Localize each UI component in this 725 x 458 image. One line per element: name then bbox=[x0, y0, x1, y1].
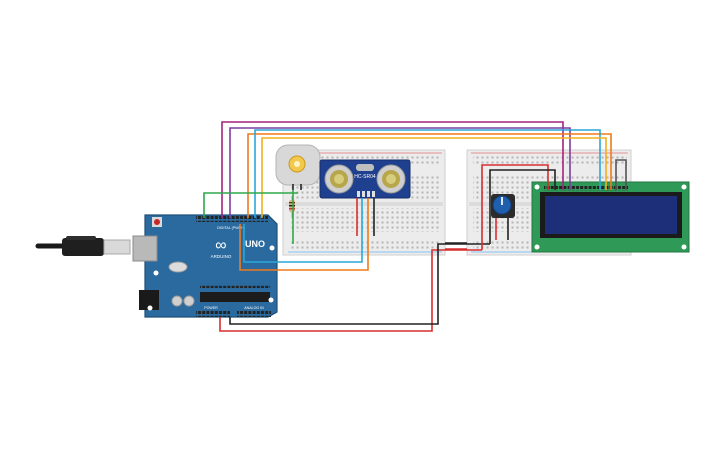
wire-yellow bbox=[261, 137, 607, 218]
wire-red-power bbox=[219, 249, 482, 332]
arduino-logo-icon: ∞ bbox=[215, 237, 226, 254]
wire-magenta bbox=[221, 121, 564, 218]
power-pin-header bbox=[196, 311, 230, 317]
wire-black-ground bbox=[229, 243, 490, 325]
arduino-brand-label: ARDUINO bbox=[211, 254, 232, 259]
sensor-label: HC-SR04 bbox=[354, 174, 376, 180]
wire-purple bbox=[229, 127, 571, 218]
wire-orange-top bbox=[247, 133, 612, 218]
lcd-screen bbox=[545, 196, 677, 234]
lcd-pin-header bbox=[544, 186, 628, 191]
wire-cyan-sensor bbox=[243, 198, 363, 263]
power-label: POWER bbox=[204, 306, 218, 310]
analog-pin-header bbox=[237, 311, 271, 317]
dc-jack bbox=[139, 290, 159, 310]
wire-red-lcd bbox=[481, 164, 549, 250]
potentiometer bbox=[491, 194, 515, 218]
uno-label: UNO bbox=[245, 239, 265, 249]
digital-pin-header bbox=[196, 216, 268, 222]
wire-lcd-gray bbox=[615, 159, 627, 190]
wire-cyan-top bbox=[254, 129, 601, 218]
ultrasonic-sensor: HC-SR04 bbox=[319, 159, 411, 199]
dc-motor bbox=[275, 144, 321, 190]
arduino-uno-board: DIGITAL (PWM~) ∞ UNO ARDUINO POWER ANALO… bbox=[132, 214, 278, 318]
digital-pwm-label: DIGITAL (PWM~) bbox=[217, 226, 245, 230]
usb-plug-body bbox=[62, 238, 104, 256]
lcd-16x2 bbox=[531, 181, 690, 253]
wire-green bbox=[203, 192, 298, 218]
wire-orange-sensor bbox=[239, 198, 369, 271]
usb-connector-metal bbox=[103, 239, 131, 255]
microcontroller-chip bbox=[200, 292, 270, 302]
usb-port bbox=[132, 235, 158, 262]
analog-in-label: ANALOG IN bbox=[244, 306, 264, 310]
wires bbox=[203, 121, 627, 332]
usb-cable bbox=[35, 236, 131, 256]
wire-black-lcd bbox=[489, 169, 556, 244]
